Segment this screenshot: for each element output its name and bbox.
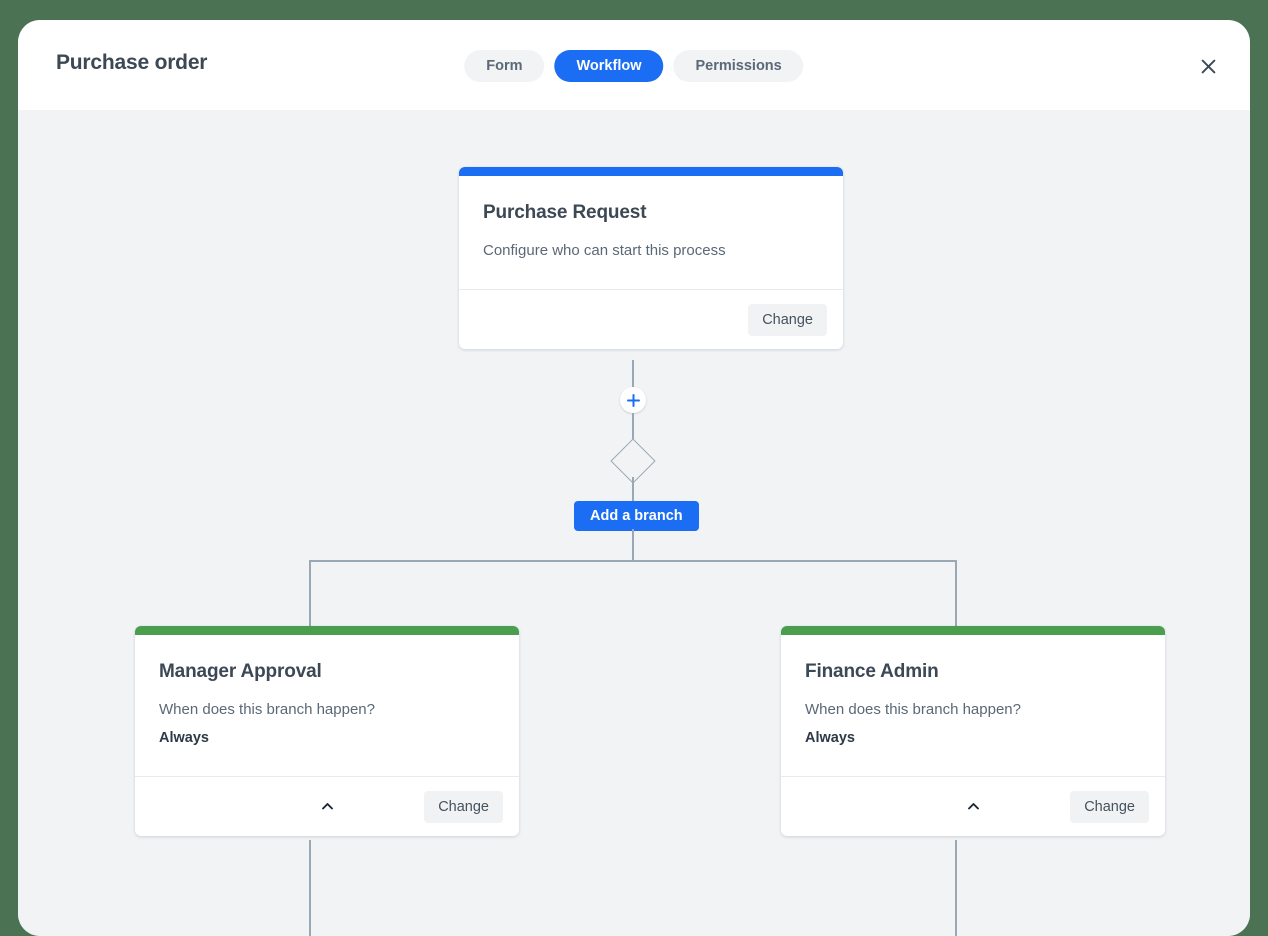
trigger-card-footer: Change [459, 289, 843, 349]
branch-card-question: When does this branch happen? [159, 701, 375, 718]
close-icon [1201, 59, 1215, 73]
trigger-card-subtitle: Configure who can start this process [483, 242, 726, 259]
add-step-button[interactable] [620, 387, 646, 413]
chevron-up-icon [967, 803, 979, 810]
tab-workflow[interactable]: Workflow [554, 50, 664, 82]
branch-card-title: Manager Approval [159, 661, 322, 682]
branch-card-title: Finance Admin [805, 661, 939, 682]
trigger-card-title: Purchase Request [483, 202, 647, 223]
add-branch-button[interactable]: Add a branch [574, 501, 699, 531]
tab-bar: Form Workflow Permissions [464, 50, 804, 82]
trigger-change-button[interactable]: Change [748, 303, 827, 336]
tab-form[interactable]: Form [464, 50, 545, 82]
card-accent-bar [459, 167, 843, 176]
connector-split-to-branch-1 [309, 560, 311, 627]
branch-card-question: When does this branch happen? [805, 701, 1021, 718]
plus-icon [626, 393, 640, 407]
workflow-canvas: Add a branch Purchase Request Configure … [18, 110, 1250, 936]
page-title: Purchase order [56, 51, 208, 74]
branch-change-button[interactable]: Change [424, 790, 503, 823]
tab-permissions[interactable]: Permissions [673, 50, 804, 82]
branch-card-footer: Change [135, 776, 519, 836]
branch-card-footer: Change [781, 776, 1165, 836]
collapse-button[interactable] [314, 794, 340, 820]
branch-card-condition: Always [159, 730, 209, 746]
connector-branch-1-continue [309, 840, 311, 936]
branch-card-manager-approval: Manager Approval When does this branch h… [135, 626, 519, 836]
connector-trigger-to-plus [632, 360, 634, 396]
app-frame: Purchase order Form Workflow Permissions [18, 20, 1250, 936]
connector-branch-2-continue [955, 840, 957, 936]
branch-card-body: Manager Approval When does this branch h… [135, 635, 519, 776]
trigger-card: Purchase Request Configure who can start… [459, 167, 843, 349]
connector-addbranch-to-split [632, 529, 634, 562]
card-accent-bar [135, 626, 519, 635]
connector-plus-to-decision [632, 413, 634, 441]
chevron-up-icon [321, 803, 333, 810]
connector-branch-split [309, 560, 957, 562]
close-button[interactable] [1192, 50, 1224, 82]
card-accent-bar [781, 626, 1165, 635]
branch-card-condition: Always [805, 730, 855, 746]
trigger-card-body: Purchase Request Configure who can start… [459, 176, 843, 289]
branch-change-button[interactable]: Change [1070, 790, 1149, 823]
branch-card-finance-admin: Finance Admin When does this branch happ… [781, 626, 1165, 836]
dialog-header: Purchase order Form Workflow Permissions [18, 20, 1250, 110]
collapse-button[interactable] [960, 794, 986, 820]
branch-card-body: Finance Admin When does this branch happ… [781, 635, 1165, 776]
connector-decision-to-addbranch [632, 477, 634, 507]
connector-split-to-branch-2 [955, 560, 957, 627]
